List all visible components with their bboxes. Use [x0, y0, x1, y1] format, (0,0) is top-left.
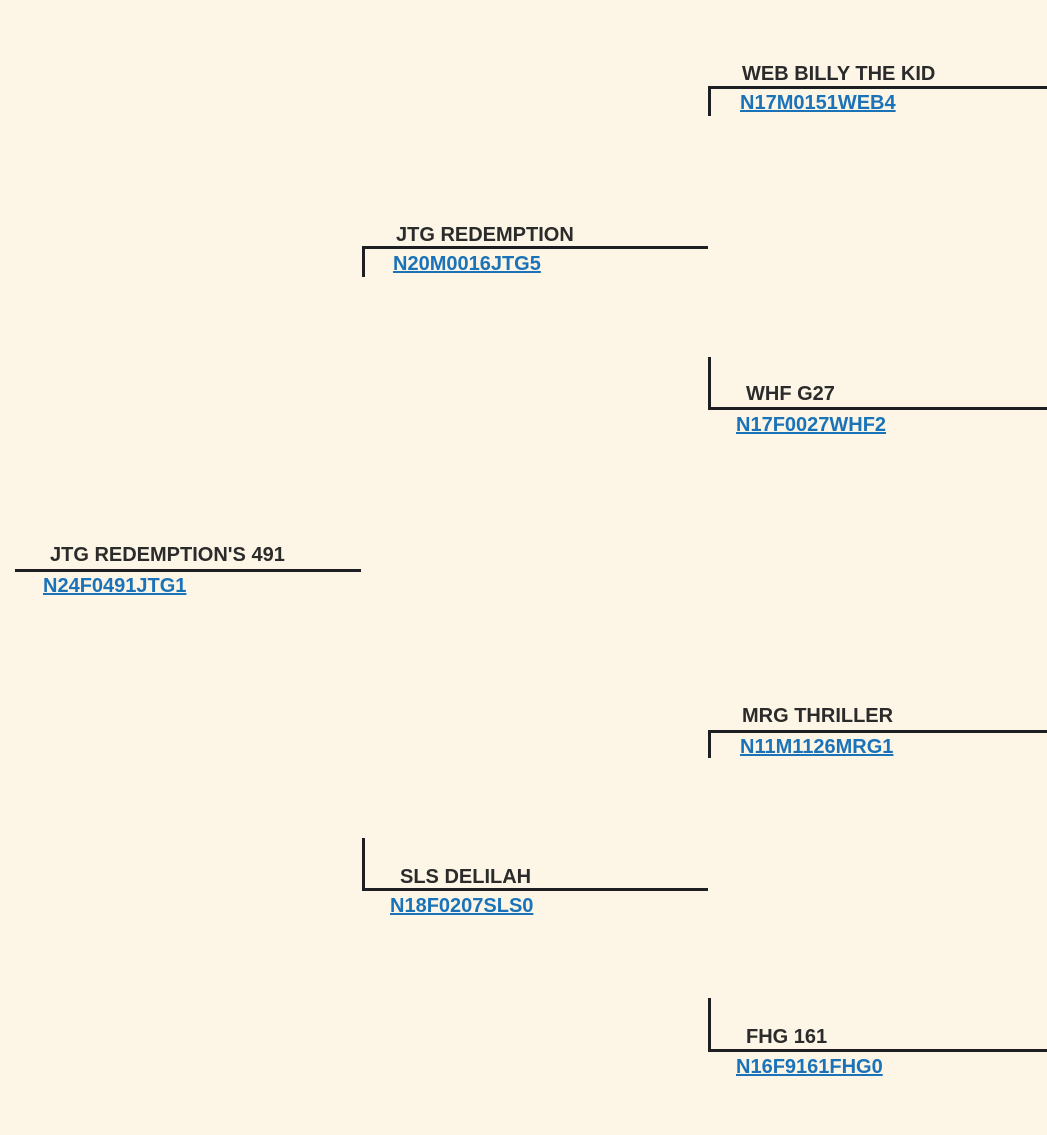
dam-name: SLS DELILAH [400, 866, 532, 888]
dam-sire-name: MRG THRILLER [742, 705, 894, 727]
sire-dam-registration-link[interactable]: N17F0027WHF2 [736, 414, 887, 436]
connector-sire-dam-vertical [708, 357, 711, 410]
dam-dam-name: FHG 161 [746, 1026, 828, 1048]
sire-registration-link[interactable]: N20M0016JTG5 [393, 253, 541, 275]
connector-subject-horizontal [15, 569, 361, 572]
connector-dam-vertical [362, 838, 365, 891]
sire-sire-registration-link[interactable]: N17M0151WEB4 [740, 92, 896, 114]
dam-registration-link[interactable]: N18F0207SLS0 [390, 895, 534, 917]
sire-dam-name: WHF G27 [746, 383, 835, 405]
connector-sire-sire-horizontal [708, 86, 1047, 89]
sire-name: JTG REDEMPTION [396, 224, 574, 246]
connector-sire-sire-vertical [708, 86, 711, 116]
connector-dam-sire-horizontal [708, 730, 1047, 733]
connector-sire-vertical [362, 246, 365, 277]
connector-dam-horizontal [362, 888, 708, 891]
sire-sire-name: WEB BILLY THE KID [742, 63, 936, 85]
connector-dam-dam-vertical [708, 998, 711, 1052]
subject-name: JTG REDEMPTION'S 491 [50, 544, 285, 566]
connector-sire-horizontal [362, 246, 708, 249]
dam-sire-registration-link[interactable]: N11M1126MRG1 [740, 736, 894, 758]
connector-sire-dam-horizontal [708, 407, 1047, 410]
dam-dam-registration-link[interactable]: N16F9161FHG0 [736, 1056, 883, 1078]
subject-registration-link[interactable]: N24F0491JTG1 [43, 575, 187, 597]
connector-dam-dam-horizontal [708, 1049, 1047, 1052]
connector-dam-sire-vertical [708, 730, 711, 758]
